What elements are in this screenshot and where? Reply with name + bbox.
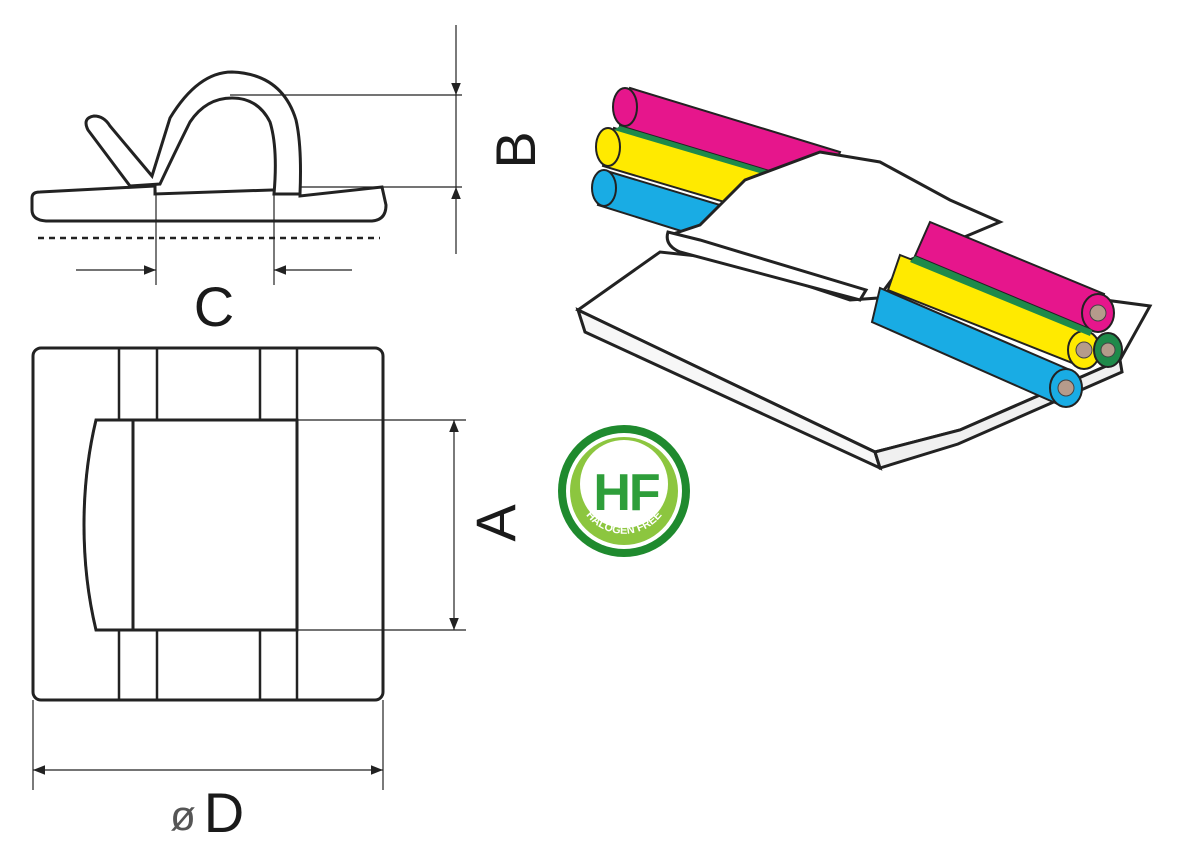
top-view-clip-dashed-edge (82, 419, 98, 631)
dim-a-label: A (464, 504, 527, 542)
dim-c-label: C (194, 275, 234, 338)
top-view-clip-lip (82, 418, 135, 632)
side-view: B C (30, 25, 547, 338)
dim-b-label: B (484, 131, 547, 168)
dim-d-prefix: ø (170, 792, 196, 839)
side-view-base (30, 184, 388, 223)
badge-logo-text: HF (593, 464, 659, 522)
badge-core (580, 440, 668, 528)
top-view-clip (131, 418, 299, 632)
halogen-free-badge: HF HALOGEN FREE (558, 425, 690, 557)
side-view-hook (84, 70, 302, 196)
top-view: A ø D (31, 346, 527, 844)
illustration-clip-hook (665, 230, 869, 302)
illustration-cables-front (870, 220, 1123, 408)
product-illustration (575, 86, 1153, 471)
dim-d-label: D (204, 781, 244, 844)
